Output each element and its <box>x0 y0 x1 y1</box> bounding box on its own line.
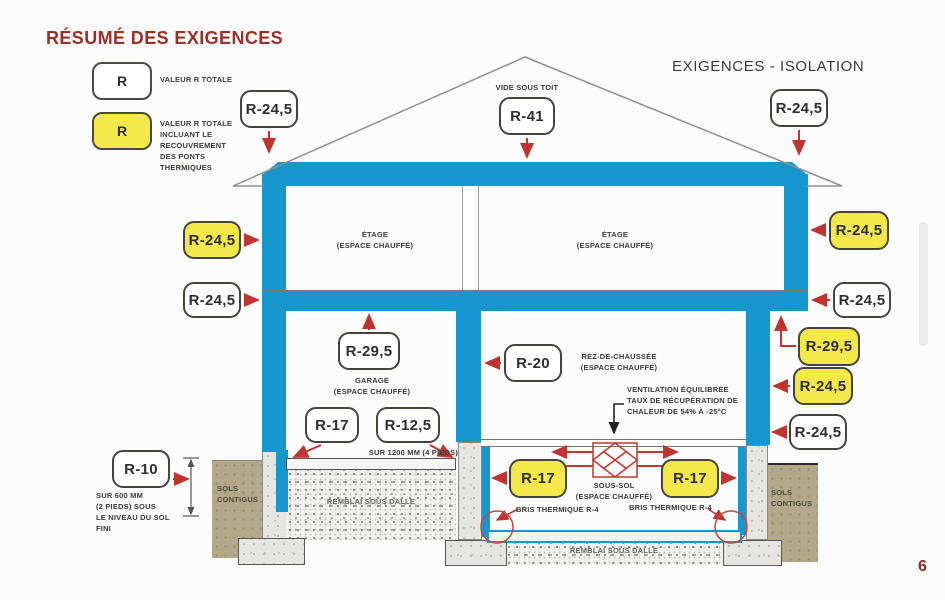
foundation-wall-basement-right <box>746 445 768 540</box>
legend-r-total-box: R <box>92 62 152 100</box>
rvalue-box-floor-rim-right: R-24,5 <box>833 282 891 318</box>
legend-r-symbol: R <box>116 123 128 139</box>
attic-ceiling <box>262 162 808 186</box>
rvalue-box-roof-left: R-24,5 <box>240 90 298 128</box>
label-bris-thermique-right: BRIS THERMIQUE R-4 <box>629 503 712 512</box>
rvalue-box-roof-right: R-24,5 <box>770 89 828 127</box>
rvalue-box-garage-foundation: R-10 <box>112 450 170 488</box>
rvalue-box-wall-right-upper: R-24,5 <box>829 211 889 250</box>
rvalue-box-attic: R-41 <box>499 97 555 135</box>
page-title: RÉSUMÉ DES EXIGENCES <box>46 28 284 48</box>
legend-r-symbol: R <box>116 73 128 89</box>
wall-garage-house <box>456 311 481 442</box>
label-sur-600: SUR 600 MM (2 PIEDS) SOUS LE NIVEAU DU S… <box>96 491 170 533</box>
label-ground-floor: REZ-DE-CHAUSSÉE (ESPACE CHAUFFÉ) <box>580 352 658 372</box>
basement-insulation-right <box>738 445 746 535</box>
label-basement: SOUS-SOL (ESPACE CHAUFFÉ) <box>575 481 653 501</box>
interior-partition <box>462 186 479 290</box>
wall-right-lower <box>746 311 770 445</box>
interfloor-band <box>262 290 808 311</box>
label-sur-1200: SUR 1200 MM (4 PIEDS) <box>368 448 458 457</box>
foundation-wall-basement-left <box>458 442 482 540</box>
basement-slab <box>487 530 742 543</box>
thermal-break-circles <box>480 510 748 544</box>
scrollbar-thumb[interactable] <box>919 222 928 346</box>
rvalue-box-basement-wall-left: R-17 <box>509 459 567 498</box>
legend-r-bridges-label: VALEUR R TOTALE INCLUANT LE RECOUVREMENT… <box>160 119 233 172</box>
footing-right <box>723 540 782 566</box>
red-arrows <box>173 130 830 521</box>
label-upper-floor-left: ÉTAGE (ESPACE CHAUFFÉ) <box>336 230 414 250</box>
wall-right-upper <box>784 174 808 293</box>
label-remblai-garage: REMBLAI SOUS DALLE <box>326 497 416 506</box>
ventilation-pointer <box>608 403 624 435</box>
garage-slab <box>286 458 456 470</box>
heat-exchanger-icon <box>551 442 679 478</box>
rvalue-box-garage-house-wall: R-20 <box>504 344 562 382</box>
label-ventilation: VENTILATION ÉQUILIBRÉE TAUX DE RÉCUPÉRAT… <box>627 385 738 416</box>
gravel-under-basement-slab <box>505 543 723 565</box>
label-bris-thermique-left: BRIS THERMIQUE R-4 <box>516 505 599 514</box>
rvalue-box-overhang-floor: R-29,5 <box>798 327 860 366</box>
rvalue-box-wall-right-bottom: R-24,5 <box>789 414 847 450</box>
label-remblai-basement: REMBLAI SOUS DALLE <box>569 546 659 555</box>
rvalue-box-garage-slab-left: R-17 <box>305 407 359 443</box>
soil-left <box>212 460 262 558</box>
label-garage: GARAGE (ESPACE CHAUFFÉ) <box>333 376 411 396</box>
rvalue-box-basement-wall-right: R-17 <box>661 459 719 498</box>
wall-left <box>262 174 286 452</box>
dimension-line-600mm <box>183 457 199 517</box>
legend-r-total-label: VALEUR R TOTALE <box>160 75 233 84</box>
label-attic: VIDE SOUS TOIT <box>495 83 559 92</box>
label-upper-floor-right: ÉTAGE (ESPACE CHAUFFÉ) <box>576 230 654 250</box>
label-sols-contigus-right: SOLS CONTIGUS <box>771 488 813 508</box>
rvalue-box-wall-right-lower: R-24,5 <box>793 367 853 405</box>
legend-r-bridges-box: R <box>92 112 152 150</box>
rvalue-box-floor-rim-left: R-24,5 <box>183 282 241 318</box>
footing-left <box>238 538 305 565</box>
page-number: 6 <box>918 558 927 575</box>
label-sols-contigus-left: SOLS CONTIGUS <box>217 484 259 504</box>
rvalue-box-garage-slab-right: R-12,5 <box>376 407 440 443</box>
rvalue-box-wall-left-upper: R-24,5 <box>183 221 241 259</box>
gravel-under-garage-slab <box>286 470 456 540</box>
rvalue-box-garage-ceiling: R-29,5 <box>338 332 400 370</box>
section-subtitle: EXIGENCES - ISOLATION <box>672 58 865 75</box>
foundation-insulation-left <box>276 450 288 512</box>
basement-insulation-left <box>482 445 490 537</box>
footing-center <box>445 540 507 566</box>
roof-outline <box>232 56 843 187</box>
